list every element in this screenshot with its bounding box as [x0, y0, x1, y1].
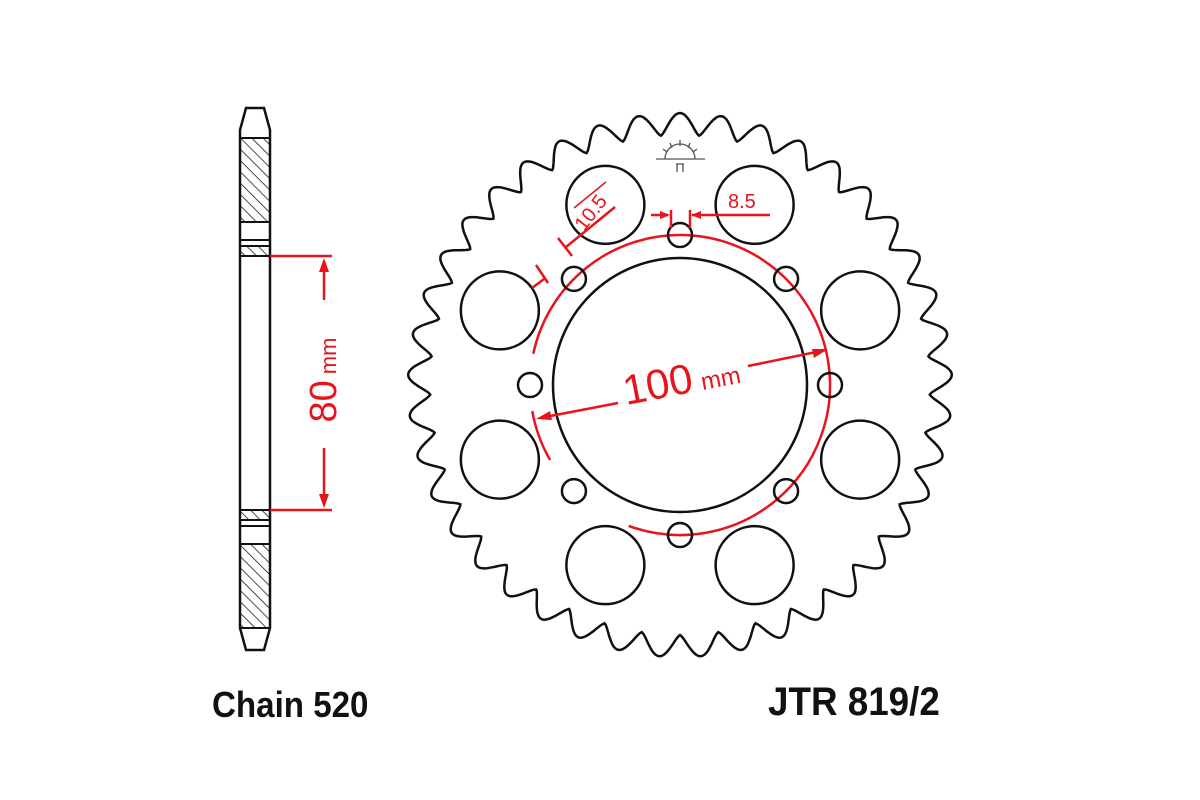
- sun-logo-icon: [656, 140, 705, 172]
- hatched-section-bottom: [239, 543, 271, 629]
- lightening-hole: [459, 419, 541, 500]
- bolt-hole: [772, 477, 800, 505]
- lightening-hole: [565, 164, 646, 246]
- bolt-hole: [560, 265, 588, 293]
- sprocket-front-view: [406, 111, 954, 658]
- pcd-arc-left: [531, 410, 552, 461]
- lightening-hole: [459, 270, 541, 351]
- center-bore: [551, 256, 809, 514]
- hatched-section-top: [239, 137, 271, 223]
- lightening-hole: [819, 419, 901, 500]
- chain-label: Chain 520: [212, 684, 369, 725]
- bolt-hole: [816, 371, 844, 399]
- part-number: JTR 819/2: [768, 680, 940, 724]
- pcd-arc-top: [532, 233, 829, 360]
- lightening-hole: [819, 270, 901, 351]
- bolt-hole: [666, 521, 694, 549]
- pcd-label: 100mm: [619, 345, 744, 414]
- side-dimension: [270, 254, 332, 512]
- bolt-hole-label: 10.5: [571, 191, 612, 235]
- sprocket-teeth-outline: [406, 111, 954, 658]
- lightening-hole: [714, 524, 795, 606]
- web-label: 8.5: [728, 191, 756, 213]
- bolt-hole: [516, 371, 544, 399]
- lightening-hole: [565, 524, 646, 606]
- side-view: [238, 106, 272, 652]
- lightening-hole: [714, 164, 795, 246]
- pcd-dimension: [531, 181, 828, 420]
- bolt-hole: [772, 265, 800, 293]
- side-dimension-label: 80mm: [303, 338, 345, 423]
- bolt-hole: [560, 477, 588, 505]
- bolt-hole: [666, 221, 694, 249]
